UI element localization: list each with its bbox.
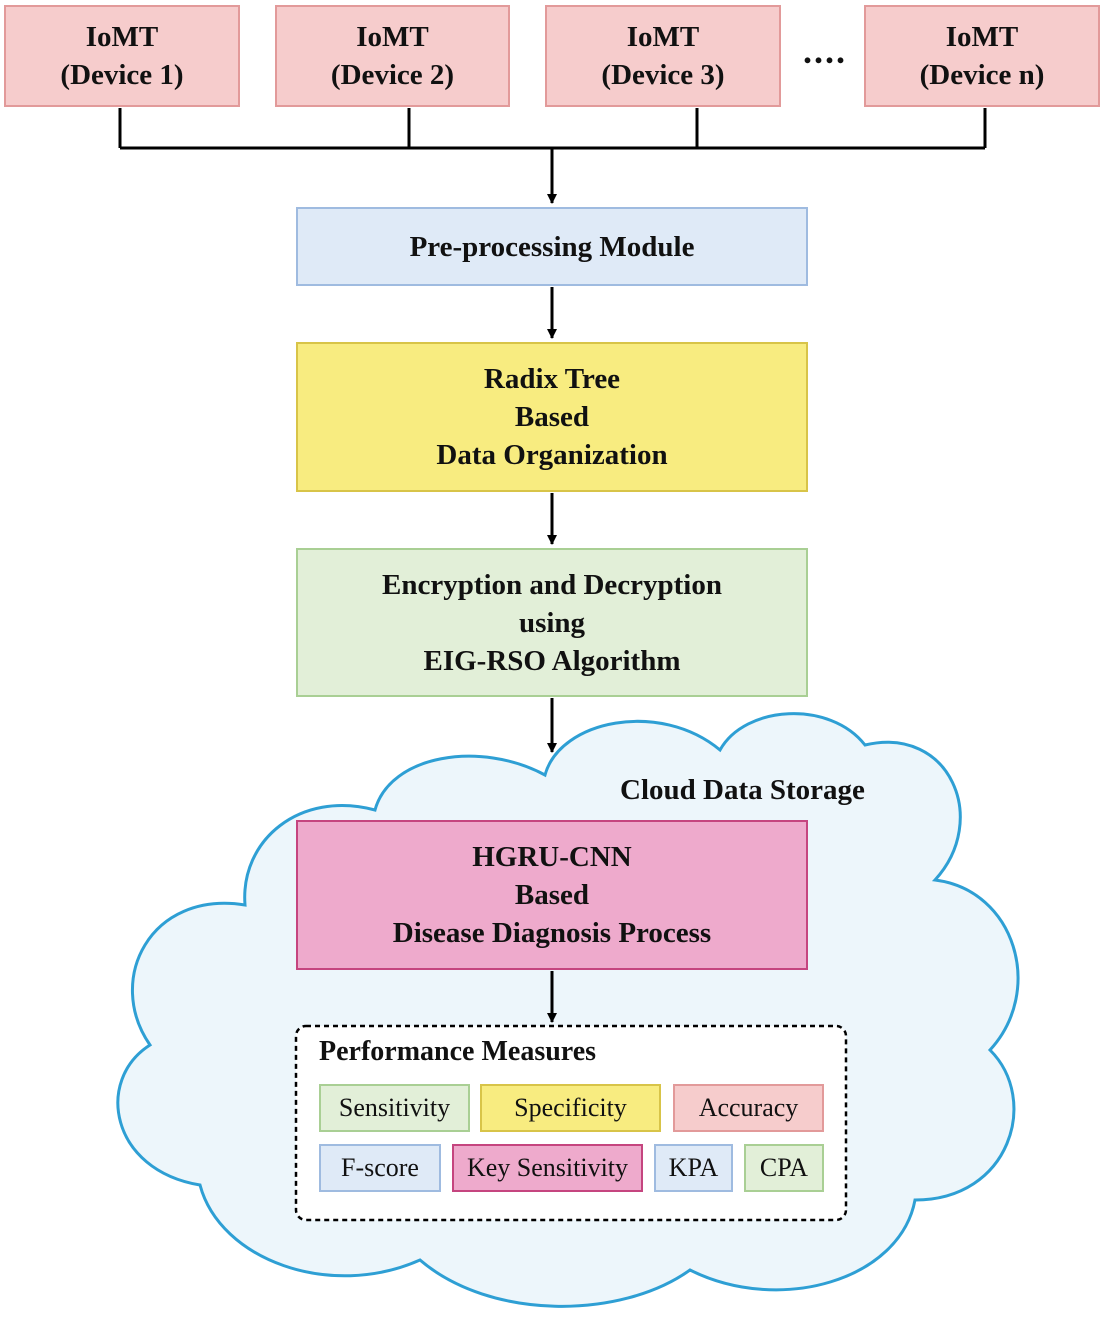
measure-cpa: CPA	[744, 1144, 824, 1192]
device-id: (Device 3)	[601, 59, 725, 91]
device-id: (Device 2)	[330, 59, 455, 91]
encryption-line-2: using	[518, 606, 586, 639]
performance-measures-title: Performance Measures	[319, 1036, 597, 1067]
radix-line-3: Data Organization	[436, 439, 668, 471]
device-box-2: IoMT (Device 2)	[275, 5, 510, 107]
device-title: IoMT	[356, 21, 429, 53]
radix-line-2: Based	[514, 401, 590, 433]
radix-tree-box: Radix Tree Based Data Organization	[296, 342, 808, 492]
measure-kpa: KPA	[654, 1144, 733, 1192]
measure-key-sensitivity: Key Sensitivity	[452, 1144, 643, 1192]
device-id: (Device 1)	[60, 59, 184, 91]
preprocessing-module-box: Pre-processing Module	[296, 207, 808, 286]
device-title: IoMT	[85, 21, 159, 53]
encryption-box: Encryption and Decryption using EIG-RSO …	[296, 548, 808, 697]
preprocessing-label: Pre-processing Module	[409, 230, 695, 263]
hgru-cnn-box: HGRU-CNN Based Disease Diagnosis Process	[296, 820, 808, 970]
hgru-line-3: Disease Diagnosis Process	[392, 917, 712, 949]
radix-line-1: Radix Tree	[483, 363, 621, 395]
measure-accuracy: Accuracy	[673, 1084, 824, 1132]
measure-f-score: F-score	[319, 1144, 441, 1192]
device-box-1: IoMT (Device 1)	[4, 5, 240, 107]
device-title: IoMT	[626, 21, 700, 53]
measure-sensitivity: Sensitivity	[319, 1084, 470, 1132]
measure-specificity: Specificity	[480, 1084, 661, 1132]
device-ellipsis: ....	[803, 31, 847, 71]
device-id: (Device n)	[919, 59, 1045, 91]
device-title: IoMT	[945, 21, 1019, 53]
encryption-line-1: Encryption and Decryption	[382, 568, 722, 601]
hgru-line-1: HGRU-CNN	[472, 841, 632, 873]
encryption-line-3: EIG-RSO Algorithm	[423, 644, 681, 677]
device-box-3: IoMT (Device 3)	[545, 5, 781, 107]
hgru-line-2: Based	[514, 879, 590, 911]
device-connectors	[118, 108, 987, 150]
cloud-storage-label: Cloud Data Storage	[620, 774, 865, 806]
device-box-n: IoMT (Device n)	[864, 5, 1100, 107]
